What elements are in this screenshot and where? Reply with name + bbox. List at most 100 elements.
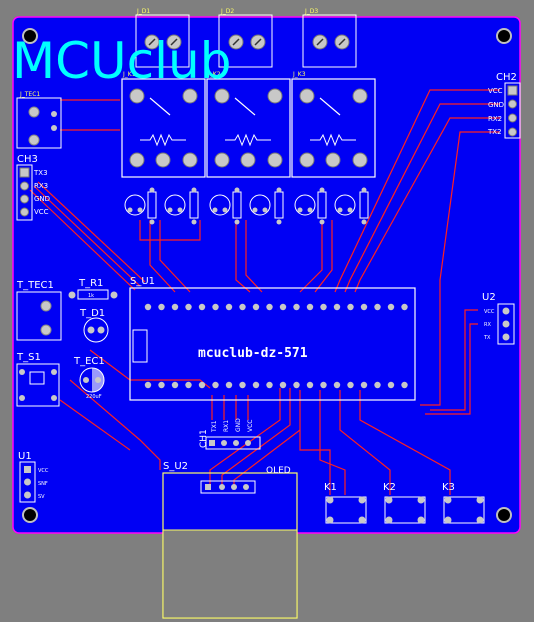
switch-t-s1 (16, 363, 60, 407)
td1-label: T_D1 (79, 308, 105, 319)
ch1-pin-3: GND (235, 418, 242, 432)
su1-label: S_U1 (130, 276, 155, 287)
module-pin (374, 381, 381, 389)
res-value: 1k (88, 293, 94, 299)
ch3-pin-4: VCC (34, 208, 49, 216)
module-pin (387, 381, 395, 389)
capacitor-t-ec1: 220uF (79, 367, 105, 400)
ttec1-label: T_TEC1 (16, 280, 54, 291)
relay-2: J_K2 (206, 71, 291, 178)
module-pin (252, 303, 260, 311)
k3-label: K3 (442, 482, 455, 493)
jk2-label: J_K2 (207, 71, 221, 78)
connector-ch2 (504, 82, 521, 139)
module-pin (306, 303, 314, 311)
connector-t-tec1 (16, 291, 62, 341)
module-pin (347, 381, 354, 389)
led-t-d1 (83, 317, 109, 343)
module-pin (144, 381, 152, 389)
module-pin (171, 381, 179, 389)
ch2-pin-2: GND (488, 101, 504, 109)
module-pin (198, 303, 206, 311)
jd1-label: J_D1 (136, 8, 150, 15)
u1-pin-1: VCC (38, 468, 49, 474)
mcu-module (129, 287, 416, 401)
module-pin (185, 381, 192, 389)
u2-pin-2: RX (484, 322, 491, 328)
module-pin (171, 303, 179, 311)
ch1-pin-2: RX1 (223, 420, 230, 432)
k1-label: K1 (324, 482, 337, 493)
oled-label: OLED (266, 466, 291, 476)
ch1-label: CH1 (199, 429, 209, 448)
key-k2 (384, 496, 426, 524)
module-pin (225, 303, 233, 311)
terminal-blocks (135, 14, 357, 68)
module-pin (198, 381, 206, 389)
module-pin (360, 381, 368, 389)
module-pin (333, 303, 341, 311)
module-pin (185, 303, 192, 311)
module-pins-top (144, 303, 408, 311)
connector-j-tec1: J_TEC1 (16, 91, 62, 149)
u1-pin-3: SV (38, 494, 45, 500)
module-pin (252, 381, 260, 389)
terminal-pad-slots (148, 38, 346, 46)
ch1-pin-4: VCC (247, 420, 254, 432)
ch2-pin-3: RX2 (488, 115, 502, 123)
k2-label: K2 (383, 482, 396, 493)
ch2-pin-4: TX2 (487, 128, 502, 136)
connector-ch3 (16, 164, 33, 221)
module-pin (306, 381, 314, 389)
u1-label: U1 (18, 451, 32, 462)
module-pin (266, 381, 273, 389)
key-k3 (443, 496, 485, 524)
module-pin (401, 303, 408, 311)
module-name: mcuclub-dz-571 (198, 346, 308, 361)
module-pin (212, 303, 219, 311)
module-pin (158, 381, 165, 389)
u2-label: U2 (482, 292, 496, 303)
tec1-label: T_EC1 (73, 356, 105, 367)
module-pin (293, 303, 300, 311)
module-pin (347, 303, 354, 311)
oled-footprint (162, 472, 298, 619)
module-pin (158, 303, 165, 311)
copper-traces (29, 89, 500, 495)
module-pin (293, 381, 300, 389)
module-pins-bottom (144, 381, 408, 389)
ts1-label: T_S1 (16, 352, 41, 363)
module-pin (360, 303, 368, 311)
module-pin (225, 381, 233, 389)
key-k1 (325, 496, 367, 524)
mcuclub-logo: MCUclub (12, 32, 231, 90)
ch3-label: CH3 (17, 154, 38, 165)
module-pin (212, 381, 219, 389)
module-pin (239, 381, 246, 389)
ch1-pin-labels: TX1 RX1 GND VCC (211, 418, 254, 433)
jd3-label: J_D3 (304, 8, 318, 15)
ch3-pin-1: TX3 (33, 169, 48, 177)
ch3-pin-2: RX3 (34, 182, 48, 190)
jk3-label: J_K3 (292, 71, 306, 78)
module-pin (333, 381, 341, 389)
module-pin (279, 381, 287, 389)
module-pin (320, 303, 327, 311)
jk1-label: J_K1 (122, 71, 136, 78)
cap-value: 220uF (86, 394, 102, 400)
module-pin (401, 381, 408, 389)
module-pin (387, 303, 395, 311)
u2-pin-1: VCC (484, 309, 495, 315)
tr1-label: T_R1 (78, 278, 103, 289)
module-pin (266, 303, 273, 311)
ch3-pin-labels: TX3 RX3 GND VCC (33, 169, 50, 216)
resistor-t-r1: 1k (68, 289, 118, 300)
mounting-holes (22, 28, 512, 523)
su2-label: S_U2 (163, 461, 188, 472)
connector-ch1 (205, 436, 261, 450)
driver-components (124, 187, 369, 225)
ch3-pin-3: GND (34, 195, 50, 203)
u1-pin-labels: VCC SNF SV (38, 468, 49, 500)
u2-pin-labels: VCC RX TX (483, 309, 495, 341)
